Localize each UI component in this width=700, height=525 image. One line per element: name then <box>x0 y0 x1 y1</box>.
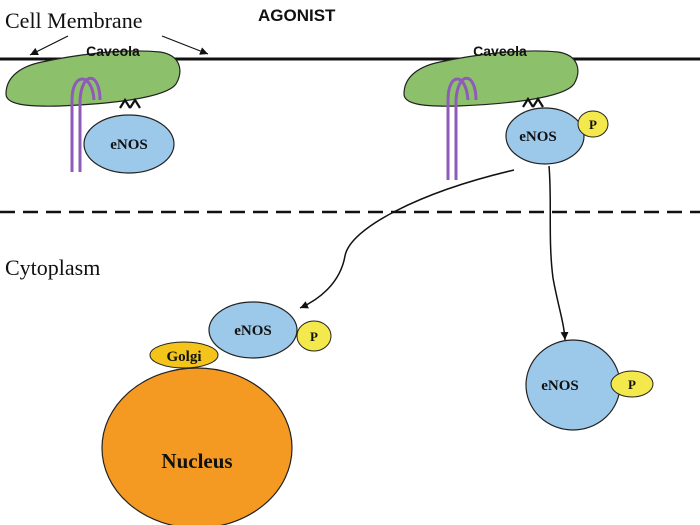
phosphate-bubble <box>610 370 654 398</box>
phosphate-label: P <box>589 117 597 132</box>
caveola-label: Caveola <box>473 43 527 59</box>
phosphate-bubble <box>296 320 332 352</box>
enos-bubble <box>208 301 298 359</box>
membrane-pointer-right <box>161 35 209 55</box>
enos-bubble <box>505 107 585 165</box>
enos-label: eNOS <box>519 129 557 145</box>
golgi-nucleus-complex: Nucleus eNOS P Golgi <box>101 301 332 525</box>
enos-label: eNOS <box>234 323 272 339</box>
palmitoyl-anchor-icon <box>119 97 141 109</box>
receptor-icon <box>446 76 478 180</box>
cell-membrane-label: Cell Membrane <box>5 8 142 33</box>
enos-label: eNOS <box>541 378 579 394</box>
nucleus <box>101 367 293 525</box>
phosphate-label: P <box>310 329 318 344</box>
cytosolic-enos: eNOS P <box>525 339 654 431</box>
left-caveola: Caveola eNOS <box>5 43 181 174</box>
caveola-label: Caveola <box>86 43 140 59</box>
phosphate-label: P <box>628 377 636 392</box>
golgi-label: Golgi <box>166 349 201 365</box>
golgi <box>149 341 219 369</box>
right-caveola: Caveola eNOS P <box>403 43 609 180</box>
phosphate-bubble <box>577 110 609 138</box>
receptor-icon <box>70 76 102 172</box>
enos-label: eNOS <box>110 137 148 153</box>
agonist-label: AGONIST <box>258 6 336 25</box>
nucleus-label: Nucleus <box>161 449 232 473</box>
translocation-arrow-to-cytosol <box>548 165 569 341</box>
membrane-pointer-left <box>29 35 69 56</box>
palmitoyl-anchor-icon <box>522 96 544 108</box>
cytoplasm-label: Cytoplasm <box>5 255 100 280</box>
enos-bubble <box>83 114 175 174</box>
translocation-arrow-to-golgi <box>299 169 515 309</box>
